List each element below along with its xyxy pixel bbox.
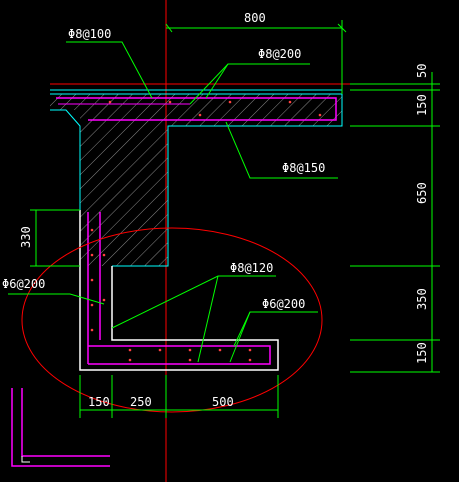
dim-650-label: 650	[415, 182, 429, 204]
rebar-label-phi6-200-left: Φ6@200	[2, 277, 45, 291]
rebar-label-phi8-100: Φ8@100	[68, 27, 111, 41]
dim-350-label: 350	[415, 288, 429, 310]
ucs-icon-corner	[21, 456, 30, 463]
highlight-ellipse	[21, 227, 323, 413]
base-rebar	[88, 345, 271, 365]
rebar-label-phi8-150: Φ8@150	[282, 161, 325, 175]
dim-b150-label: 150	[88, 395, 110, 409]
rebar-label-phi6-200-right: Φ6@200	[262, 297, 305, 311]
dim-150-top-label: 150	[415, 94, 429, 116]
dim-50-label: 50	[415, 64, 429, 78]
rebar-dots	[90, 100, 322, 362]
leaders	[8, 41, 338, 363]
ucs-icon	[11, 388, 110, 467]
slab-outline	[50, 93, 343, 267]
rebar-label-phi8-200: Φ8@200	[258, 47, 301, 61]
dim-b500-label: 500	[212, 395, 234, 409]
wall-hatch	[80, 126, 168, 266]
wall-outline	[50, 109, 81, 210]
rebar-label-phi8-120: Φ8@120	[230, 261, 273, 275]
dim-150-bottom-label: 150	[415, 342, 429, 364]
dim-330-label: 330	[19, 226, 33, 248]
dim-b250-label: 250	[130, 395, 152, 409]
dim-800-label: 800	[244, 11, 266, 25]
slab-hatch	[50, 94, 342, 126]
dimensions	[30, 20, 440, 418]
